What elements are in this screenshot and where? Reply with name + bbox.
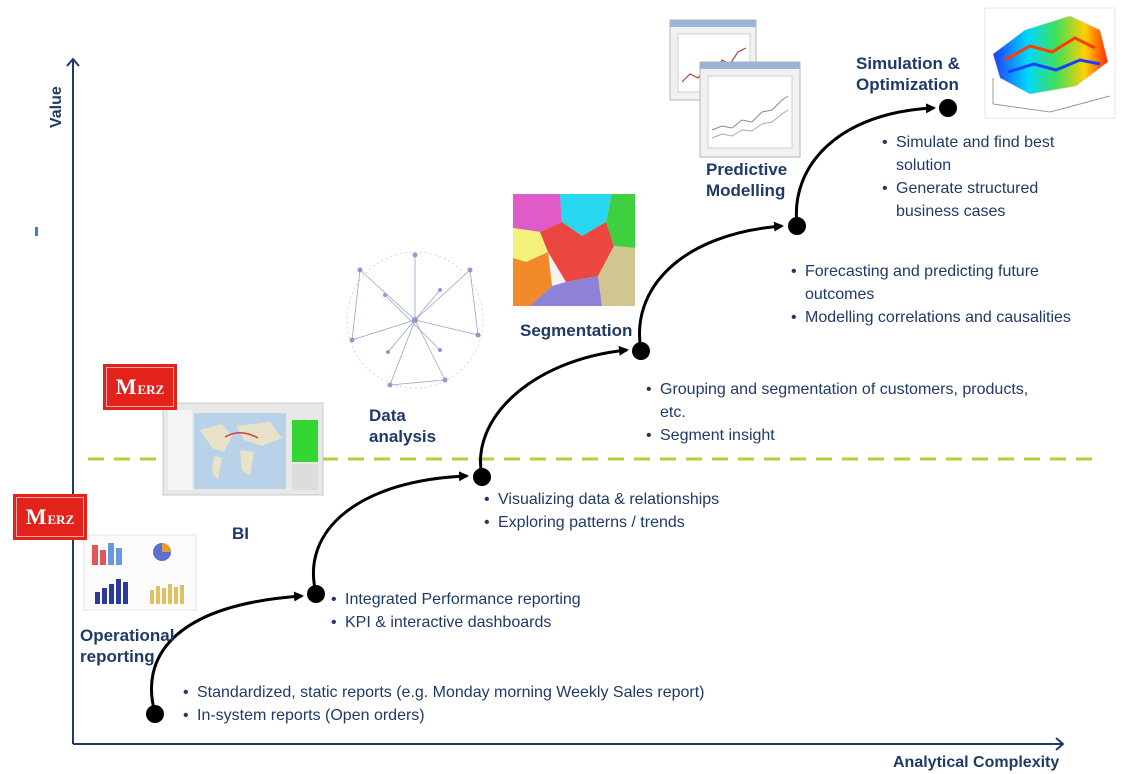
bullet-item: Exploring patterns / trends xyxy=(484,511,719,534)
predictive-model-thumbnail xyxy=(669,19,801,158)
merz-logo-text: MERZ xyxy=(115,374,165,399)
bullets-data-analysis: Visualizing data & relationships Explori… xyxy=(484,488,719,534)
bullet-item: Forecasting and predicting future xyxy=(791,260,1071,283)
title-line: Simulation & xyxy=(856,54,960,73)
bullets-segmentation: Grouping and segmentation of customers, … xyxy=(646,378,1028,447)
title-line: Predictive xyxy=(706,160,788,179)
stage-node-4 xyxy=(632,342,650,360)
title-line: Data xyxy=(369,406,406,425)
bullet-item: In-system reports (Open orders) xyxy=(183,704,705,727)
connector-arrow-1 xyxy=(150,591,304,714)
merz-logo-lower: MERZ xyxy=(13,494,87,540)
dashboard-thumbnail xyxy=(83,534,197,611)
stage-title-simulation-optimization: Simulation & Optimization xyxy=(856,53,960,95)
bullets-predictive-modelling: Forecasting and predicting future outcom… xyxy=(791,260,1071,329)
bullets-simulation-optimization: Simulate and find best solution Generate… xyxy=(882,131,1054,223)
bullet-item: Visualizing data & relationships xyxy=(484,488,719,511)
stage-node-1 xyxy=(146,705,164,723)
bullet-item: Integrated Performance reporting xyxy=(331,588,581,611)
network-graph-thumbnail xyxy=(346,251,484,389)
stage-title-bi: BI xyxy=(232,523,249,544)
x-axis-label: Analytical Complexity xyxy=(893,754,1060,771)
bullet-item: Standardized, static reports (e.g. Monda… xyxy=(183,681,705,704)
bullets-bi: Integrated Performance reporting KPI & i… xyxy=(331,588,581,634)
bullet-item: outcomes xyxy=(805,286,875,303)
connector-arrow-2 xyxy=(312,471,469,594)
title-line: Operational xyxy=(80,626,175,645)
stage-title-operational-reporting: Operational reporting xyxy=(80,625,174,667)
stage-title-data-analysis: Data analysis xyxy=(369,405,436,447)
title-line: Segmentation xyxy=(520,321,633,340)
stage-title-predictive-modelling: Predictive Modelling xyxy=(706,159,787,201)
connector-arrow-4 xyxy=(638,221,784,351)
title-line: analysis xyxy=(369,427,437,446)
stage-title-segmentation: Segmentation xyxy=(520,320,632,341)
merz-logo-text: MERZ xyxy=(25,504,75,529)
bullet-item: Simulate and find best xyxy=(882,131,1054,154)
bullet-item: Modelling correlations and causalities xyxy=(791,306,1071,329)
axis-tick-mark xyxy=(35,227,38,236)
title-line: Modelling xyxy=(706,181,786,200)
surface-plot-thumbnail xyxy=(984,7,1116,119)
stage-node-2 xyxy=(307,585,325,603)
merz-logo-upper: MERZ xyxy=(103,364,177,410)
stage-node-6 xyxy=(939,99,957,117)
connector-arrow-3 xyxy=(479,345,629,477)
title-line: reporting xyxy=(80,647,155,666)
bullet-item: KPI & interactive dashboards xyxy=(331,611,581,634)
title-line: Optimization xyxy=(856,75,959,94)
segmentation-map-thumbnail xyxy=(513,194,635,306)
bullet-item: solution xyxy=(896,157,952,174)
y-axis-label: Value xyxy=(48,86,65,128)
bullet-item: Segment insight xyxy=(646,424,1028,447)
bullet-item: Grouping and segmentation of customers, … xyxy=(646,378,1028,401)
title-line: BI xyxy=(232,524,249,543)
world-map-thumbnail xyxy=(162,402,324,496)
bullet-item: etc. xyxy=(660,404,686,421)
stage-node-3 xyxy=(473,468,491,486)
bullet-item: Generate structured xyxy=(882,177,1054,200)
bullets-operational-reporting: Standardized, static reports (e.g. Monda… xyxy=(183,681,705,727)
stage-node-5 xyxy=(788,217,806,235)
bullet-item: business cases xyxy=(896,203,1006,220)
connector-arrow-5 xyxy=(794,103,936,226)
